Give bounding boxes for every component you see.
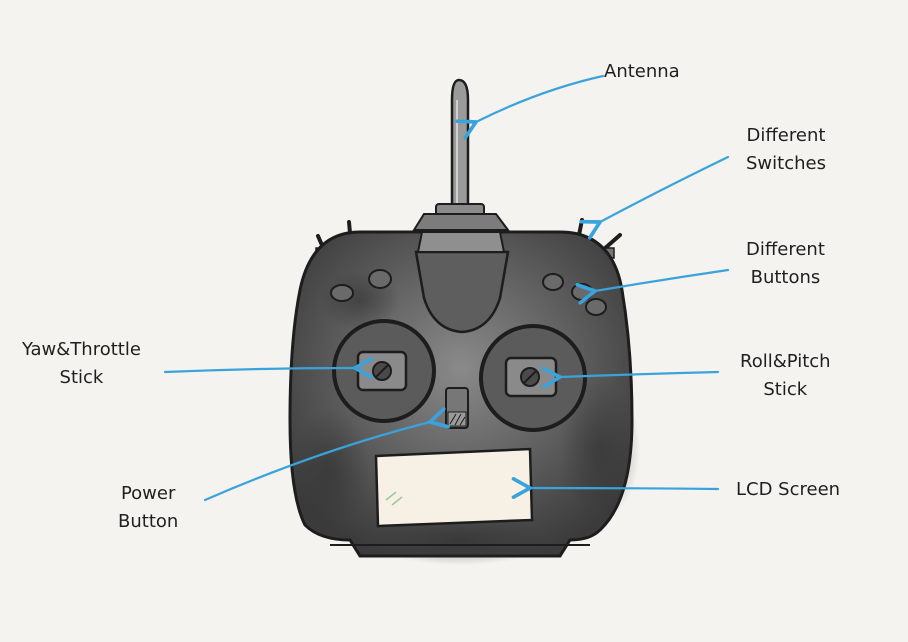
power-button-shape bbox=[445, 387, 469, 429]
label-yaw-throttle-stick: Yaw&Throttle Stick bbox=[22, 336, 141, 392]
top-handle-panel bbox=[414, 250, 510, 334]
callout-arrows bbox=[163, 74, 730, 502]
arrow-switches bbox=[579, 155, 730, 240]
arrow-lcd bbox=[511, 476, 720, 499]
label-lcd-line1: LCD Screen bbox=[736, 479, 841, 500]
label-different-switches: Different Switches bbox=[746, 122, 826, 178]
arrow-antenna bbox=[455, 74, 605, 140]
label-yaw-line1: Yaw&Throttle bbox=[22, 339, 141, 360]
left-buttons bbox=[330, 269, 392, 302]
label-lcd-screen: LCD Screen bbox=[736, 476, 840, 504]
arrow-power bbox=[203, 407, 451, 502]
label-power-line1: Power bbox=[120, 483, 176, 504]
label-different-buttons: Different Buttons bbox=[746, 236, 825, 292]
label-switches-line1: Different bbox=[746, 125, 826, 146]
label-roll-pitch-stick: Roll&Pitch Stick bbox=[740, 348, 831, 404]
label-buttons-line2: Buttons bbox=[750, 267, 821, 288]
label-yaw-line2: Stick bbox=[59, 367, 104, 388]
antenna-shape bbox=[412, 78, 510, 231]
label-antenna: Antenna bbox=[604, 58, 680, 86]
label-power-line2: Button bbox=[118, 511, 179, 532]
label-roll-line1: Roll&Pitch bbox=[740, 351, 831, 372]
label-switches-line2: Switches bbox=[746, 153, 826, 174]
right-stick-gimbal bbox=[479, 324, 587, 432]
arrow-roll-pitch bbox=[541, 366, 720, 389]
arrow-buttons bbox=[575, 268, 730, 305]
label-roll-line2: Stick bbox=[763, 379, 808, 400]
left-stick-gimbal bbox=[332, 319, 436, 423]
lcd-screen-shape bbox=[374, 447, 534, 528]
arrow-yaw-throttle bbox=[163, 356, 374, 379]
label-buttons-line1: Different bbox=[746, 239, 825, 260]
label-antenna-line1: Antenna bbox=[604, 61, 680, 82]
label-power-button: Power Button bbox=[118, 480, 178, 536]
